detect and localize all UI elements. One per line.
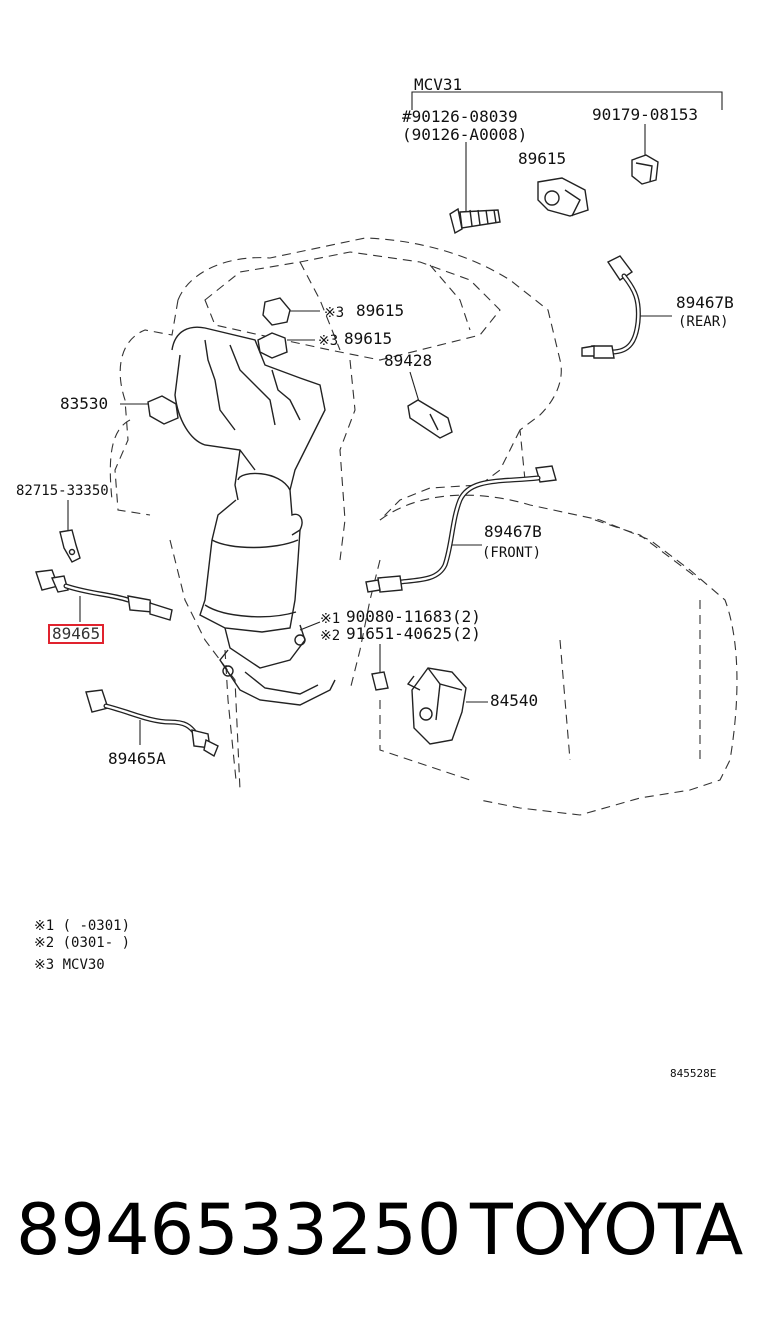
sensor-83530 [120, 395, 179, 425]
bracket-82715 [59, 500, 81, 563]
label-note1-mark: ※1 [320, 611, 341, 627]
label-90126-a0008: (90126-A0008) [402, 125, 528, 144]
label-front: (FRONT) [482, 545, 542, 561]
label-89615-a: 89615 [356, 301, 405, 320]
sensor-89428 [407, 371, 453, 439]
label-90080-11683: 90080-11683(2) [346, 607, 481, 626]
label-89428: 89428 [384, 351, 433, 370]
transmission-outline [349, 494, 738, 816]
part-number: 8946533250 [16, 1189, 462, 1271]
figure-code: 845528E [670, 1067, 717, 1080]
label-89467b-front: 89467B [484, 522, 542, 541]
label-rear: (REAR) [678, 314, 729, 330]
bolt-90126 [449, 142, 501, 235]
note-3: ※3 MCV30 [34, 957, 105, 973]
label-note3-a: ※3 [324, 305, 345, 321]
note-2: ※2 (0301- ) [34, 935, 131, 951]
label-89465a: 89465A [108, 749, 166, 768]
oxygen-sensor-89467b-front [365, 465, 557, 593]
brand-name: TOYOTA [470, 1189, 744, 1271]
label-note3-b: ※3 [318, 333, 339, 349]
knock-sensor-89615-b [257, 332, 315, 359]
label-83530: 83530 [60, 394, 109, 413]
knock-sensor-89615-top [537, 177, 589, 217]
label-89615-b: 89615 [344, 329, 393, 348]
label-89467b-rear: 89467B [676, 293, 734, 312]
oxygen-sensor-89465 [35, 569, 173, 622]
label-note2-mark: ※2 [320, 628, 341, 644]
label-90126-08039: #90126-08039 [402, 107, 518, 126]
bolt-90080 [299, 621, 389, 691]
label-91651-40625: 91651-40625(2) [346, 624, 481, 643]
switch-84540 [406, 667, 488, 745]
label-89615-top: 89615 [518, 149, 567, 168]
engine-block-outline [109, 237, 562, 791]
note-1: ※1 ( -0301) [34, 918, 131, 934]
knock-sensor-89615-a [262, 297, 320, 326]
catalytic-converter [199, 472, 336, 706]
label-84540: 84540 [490, 691, 539, 710]
oxygen-sensor-89467b-rear [581, 255, 672, 359]
nut-90179 [631, 124, 659, 185]
oxygen-sensor-89465a [85, 689, 219, 758]
label-82715-33350: 82715-33350 [16, 483, 109, 499]
mcv31-bracket [411, 91, 723, 110]
exhaust-manifold [171, 326, 326, 501]
label-90179-08153: 90179-08153 [592, 105, 698, 124]
label-89465-highlighted[interactable]: 89465 [48, 624, 105, 644]
label-mcv31: MCV31 [414, 75, 463, 94]
